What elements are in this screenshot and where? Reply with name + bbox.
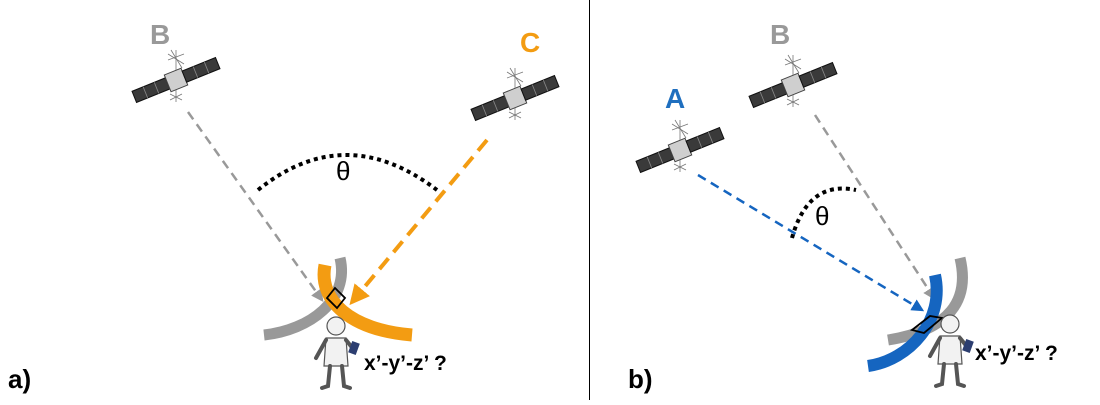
panel-b-diagram: A B θ x’-y’-z’ ? b) xyxy=(628,19,1058,394)
arc-a xyxy=(866,273,943,372)
intersection-marker xyxy=(325,286,347,310)
satellite-b-icon xyxy=(130,49,222,106)
panel-b: A B θ x’-y’-z’ ? b) xyxy=(590,0,1100,400)
intersection-marker-b xyxy=(909,315,945,334)
angle-theta-label: θ xyxy=(336,156,350,186)
signal-ray-b2 xyxy=(813,114,936,301)
arc-c xyxy=(317,263,413,342)
satellite-c-icon xyxy=(469,67,561,124)
satellite-a-label: A xyxy=(665,83,685,114)
panel-a-label: a) xyxy=(8,364,31,394)
arc-b2 xyxy=(887,256,968,346)
angle-theta-label-b: θ xyxy=(815,201,829,231)
angle-arc-b xyxy=(790,186,857,239)
satellite-a-icon xyxy=(634,119,726,176)
signal-ray-a xyxy=(697,173,925,312)
satellite-b2-label: B xyxy=(770,19,790,50)
satellite-b-label: B xyxy=(150,19,170,50)
panel-a-diagram: B C θ x’-y’-z’ ? a) xyxy=(8,19,561,394)
satellite-c-label: C xyxy=(520,27,540,58)
satellite-b2-icon xyxy=(747,54,839,111)
position-query-label: x’-y’-z’ ? xyxy=(364,352,447,375)
position-query-label-b: x’-y’-z’ ? xyxy=(975,342,1058,365)
panel-b-label: b) xyxy=(628,364,653,394)
angle-arc xyxy=(256,153,439,192)
panel-a: B C θ x’-y’-z’ ? a) xyxy=(8,19,561,394)
arc-b xyxy=(263,256,347,341)
user-person-icon xyxy=(314,315,362,390)
signal-ray-c xyxy=(349,138,489,306)
signal-ray-b xyxy=(186,111,324,303)
panel-divider xyxy=(589,0,590,400)
